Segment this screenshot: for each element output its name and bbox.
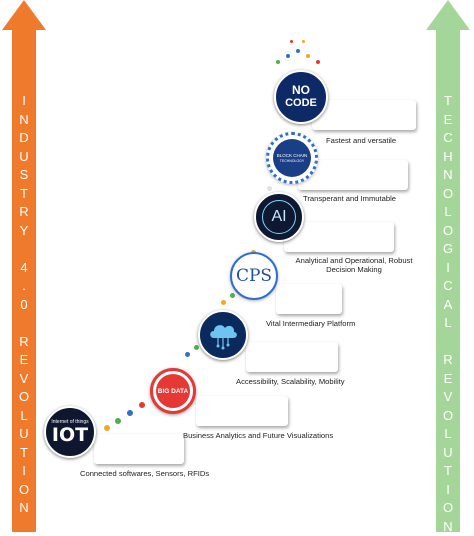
industry-revolution-letter: R <box>19 333 28 352</box>
technological-revolution-letter: O <box>443 407 453 426</box>
industry-revolution-letter: D <box>19 129 28 148</box>
technological-revolution-letter: L <box>444 314 451 333</box>
step-industrial-ai-description: Analytical and Operational, Robust Decis… <box>286 256 422 274</box>
technological-revolution-letter: N <box>443 166 452 185</box>
technological-revolution-letter: L <box>444 425 451 444</box>
technological-revolution-letter: I <box>446 259 450 278</box>
step-iot-label: IoT <box>102 441 122 457</box>
ai-icon-text: AI <box>271 208 286 226</box>
technological-revolution-letter: O <box>443 499 453 518</box>
technological-revolution-letter: E <box>444 111 453 130</box>
industry-revolution-letter: T <box>20 444 28 463</box>
step-big-data-description: Business Analytics and Future Visualizat… <box>183 431 333 440</box>
step-blockchain-label: Blockchain <box>322 167 390 183</box>
technological-revolution-letter: H <box>443 148 452 167</box>
technological-revolution-letter: R <box>443 351 452 370</box>
technological-revolution-letter: A <box>444 296 453 315</box>
step-cpps-label: CPPS <box>286 291 324 307</box>
industry-revolution-letter: U <box>19 425 28 444</box>
cps-icon: CPS <box>230 252 278 300</box>
iot-icon-text: IOT <box>52 425 88 445</box>
step-blockchain-description: Transperant and Immutable <box>303 194 396 203</box>
step-iot-description: Connected softwares, Sensors, RFIDs <box>80 469 209 478</box>
industry-revolution-letter: L <box>20 407 27 426</box>
technological-revolution-letter: O <box>443 185 453 204</box>
industry-revolution-letter: I <box>22 462 26 481</box>
industry-revolution-letter: S <box>20 166 29 185</box>
step-cloud-tech-label: Cloud tech <box>254 349 321 365</box>
step-ncai-description: Fastest and versatile <box>326 136 396 145</box>
step-big-data-label: Big Data <box>205 403 259 419</box>
technological-revolution-letter: N <box>443 518 452 536</box>
technological-revolution-letter: C <box>443 277 452 296</box>
technological-revolution-letter: O <box>443 222 453 241</box>
cloud-icon <box>198 310 248 360</box>
technological-revolution-letter: V <box>444 388 453 407</box>
blockchain-icon-subtext: TECHNOLOGY <box>280 159 305 164</box>
big-data-icon-text: BIG DATA <box>158 388 188 395</box>
technological-revolution-letter: I <box>446 481 450 500</box>
step-big-data-bar: Big Data <box>196 396 288 426</box>
technological-revolution-letter: C <box>443 129 452 148</box>
industry-revolution-letter: T <box>20 185 28 204</box>
iot-icon: Internet of things IOT <box>44 406 96 458</box>
industry-revolution-letter: V <box>20 370 29 389</box>
industry-revolution-letter: I <box>22 92 26 111</box>
step-iot-bar: IoT <box>94 434 184 464</box>
technological-revolution-letter: T <box>444 92 452 111</box>
industry-revolution-letter: U <box>19 148 28 167</box>
no-code-icon-text-bottom: CODE <box>285 97 317 110</box>
no-code-icon: NO CODE <box>274 70 328 124</box>
technological-revolution-letter: U <box>443 444 452 463</box>
step-ncai-label: NCAI <box>328 107 361 123</box>
technological-revolution-letter: L <box>444 203 451 222</box>
industry-revolution-letter: N <box>19 111 28 130</box>
cps-icon-text: CPS <box>236 266 272 286</box>
industry-revolution-letter: O <box>19 481 29 500</box>
industry-revolution-letter: . <box>22 277 26 296</box>
step-industrial-ai-label: Industrial AI <box>308 229 381 245</box>
big-data-icon: BIG DATA <box>150 368 196 414</box>
step-cloud-tech-bar: Cloud tech <box>246 342 338 372</box>
no-code-icon-text-top: NO <box>292 84 310 97</box>
industry-revolution-letter: Y <box>20 222 29 241</box>
technological-revolution-letter: T <box>444 462 452 481</box>
blockchain-icon: BLOCK CHAIN TECHNOLOGY <box>266 132 318 184</box>
industry-revolution-letter: O <box>19 388 29 407</box>
step-cpps-description: Vital Intermediary Platform <box>266 319 355 328</box>
step-ncai-bar: NCAI <box>312 100 416 130</box>
industry-revolution-letter: R <box>19 203 28 222</box>
step-cpps-bar: CPPS <box>276 284 342 314</box>
step-cloud-tech-description: Accessibility, Scalability, Mobility <box>236 377 345 386</box>
industry-revolution-letter: 0 <box>20 296 27 315</box>
technological-revolution-letter: G <box>443 240 453 259</box>
industry-revolution-letter: 4 <box>20 259 27 278</box>
ai-icon: AI <box>254 192 304 242</box>
industry-revolution-letter: N <box>19 499 28 518</box>
technological-revolution-letter: E <box>444 370 453 389</box>
industry-revolution-letter: E <box>20 351 29 370</box>
